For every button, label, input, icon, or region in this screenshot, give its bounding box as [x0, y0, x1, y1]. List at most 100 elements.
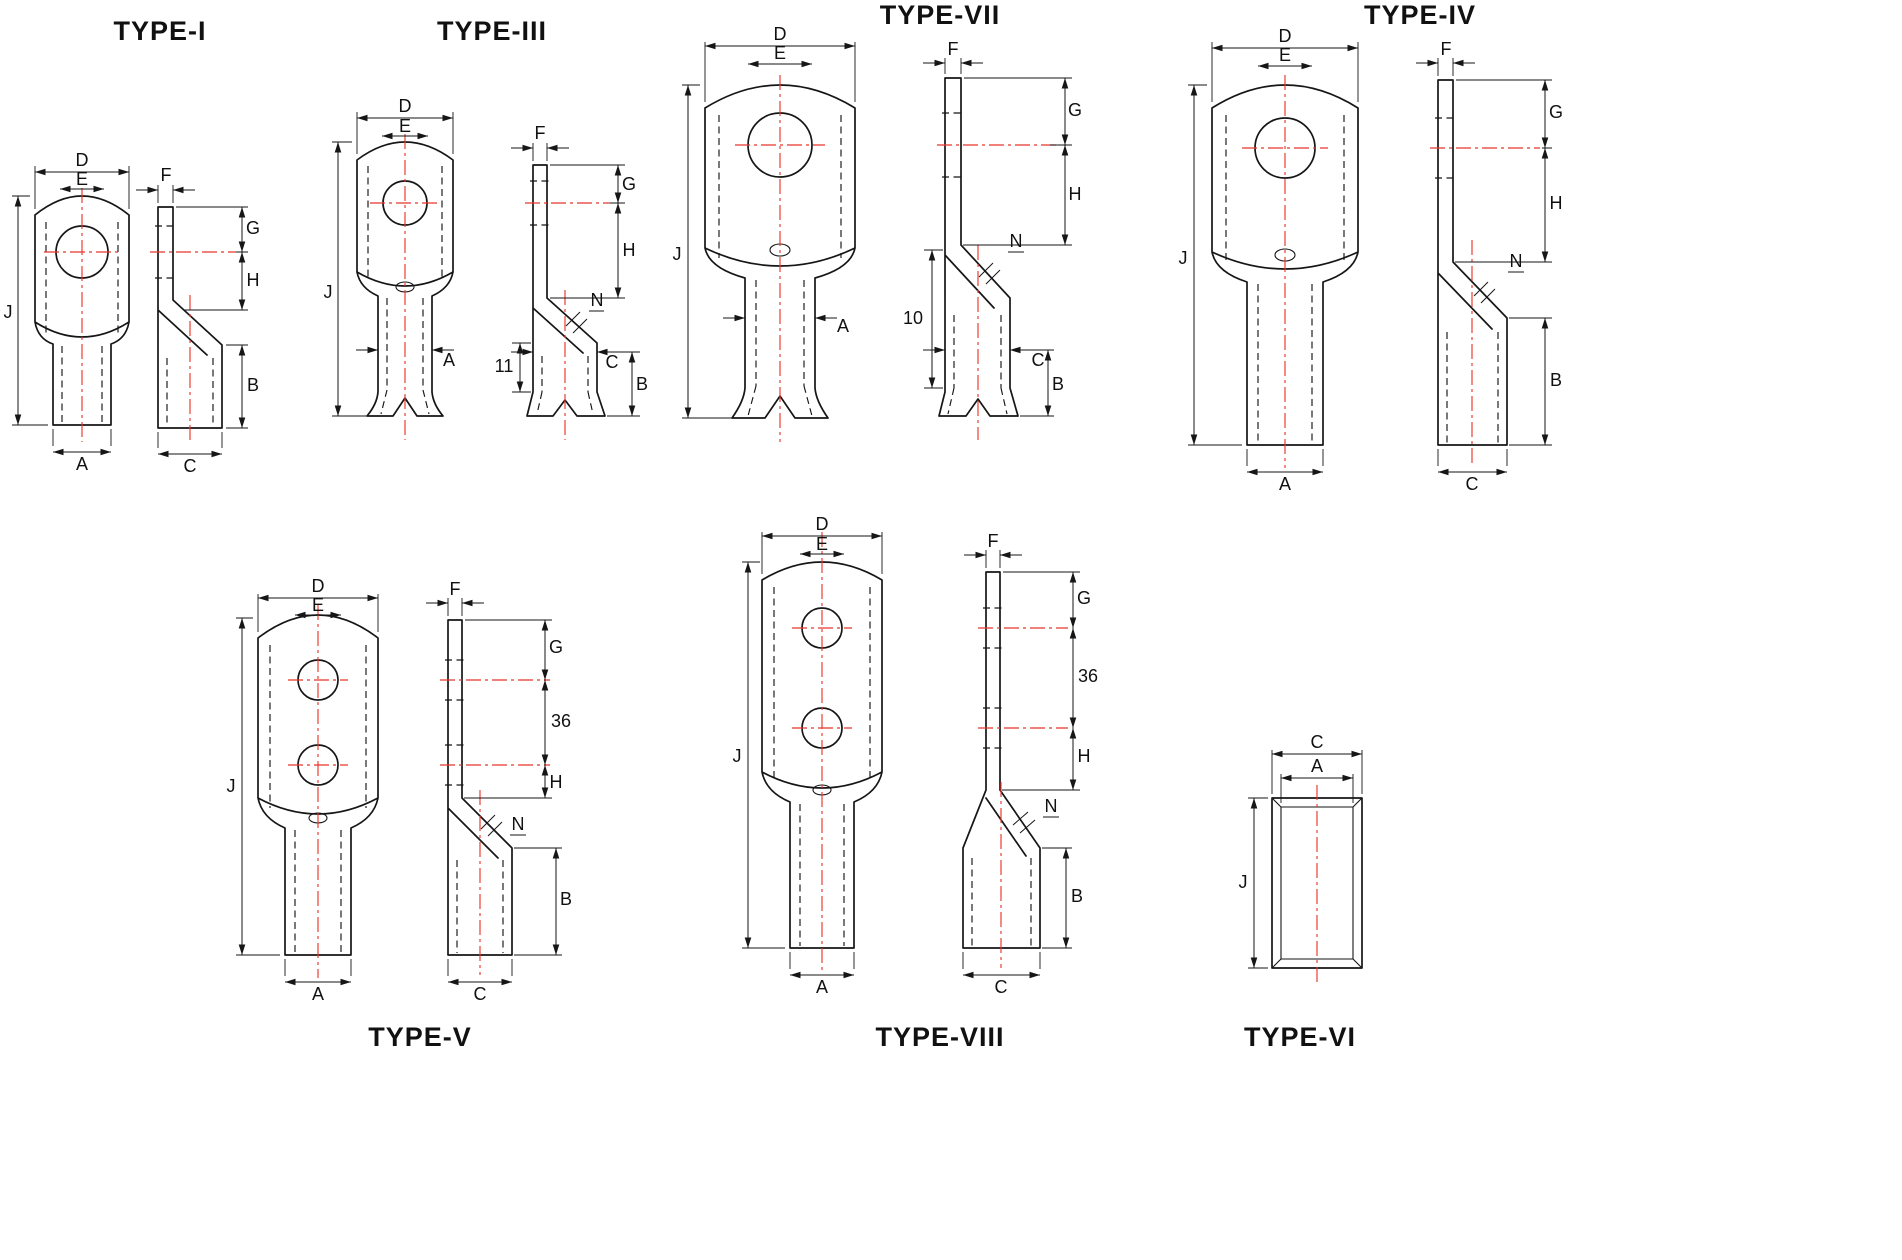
type-iii-side-dim-n-label: N	[591, 290, 604, 310]
type-v-title: TYPE-V	[368, 1022, 472, 1052]
type-i-side-centerlines	[150, 251, 236, 442]
type-iv-front-dim-d-label: D	[1279, 26, 1292, 46]
type-iii-side-view: F G H N 11 C B	[495, 123, 648, 440]
type-iii-side-hidden-lines	[530, 180, 594, 415]
type-iv-side-extension-lines	[1437, 58, 1552, 466]
type-vii-side-dim-g-label: G	[1068, 100, 1082, 120]
type-iv-side-dim-n-label: N	[1510, 251, 1523, 271]
type-i-side-outline	[157, 206, 223, 429]
type-viii-front-hidden-lines	[773, 587, 871, 946]
type-viii-side-extension-lines	[962, 550, 1080, 969]
type-iv-front-hidden-lines	[1225, 115, 1345, 443]
type-i-side-hidden-lines	[155, 225, 214, 426]
type-v-side-dim-h-label: H	[550, 772, 563, 792]
type-viii-side-dim-36-label: 36	[1078, 666, 1098, 686]
type-iii-front-dim-e-label: E	[399, 116, 411, 136]
type-iii-front-dim-a-label: A	[443, 350, 455, 370]
type-viii-front-dim-e-label: E	[816, 534, 828, 554]
type-v-side-centerlines	[440, 679, 550, 975]
type-vii-front-dim-j-label: J	[673, 244, 682, 264]
type-iii-side-dim-b-label: B	[636, 374, 648, 394]
type-vii-side-outline	[938, 77, 1019, 417]
type-i-side-dim-b-label: B	[247, 375, 259, 395]
type-vii-side-centerlines	[937, 144, 1058, 440]
type-viii-side-centerlines	[978, 627, 1068, 968]
type-i-side-dim-f-label: F	[161, 165, 172, 185]
type-i-front-centerlines	[44, 188, 120, 442]
type-i-side-extension-lines	[157, 185, 248, 448]
type-iii-side-bend-thickness-ticks	[565, 310, 604, 334]
type-iv-front-extension-lines	[1188, 42, 1359, 466]
type-viii-side-dim-b-label: B	[1071, 886, 1083, 906]
type-v-front-dim-a-label: A	[312, 984, 324, 1004]
type-vi-inner-wall	[1271, 797, 1363, 969]
type-viii-front-centerlines	[792, 532, 852, 970]
type-viii-front-view: D E J A	[733, 514, 883, 997]
type-v-side-extension-lines	[447, 598, 562, 976]
type-v-front-dim-j-label: J	[227, 776, 236, 796]
type-vii-side-dim-h-label: H	[1069, 184, 1082, 204]
type-i-side-view: F G H B C	[136, 165, 260, 476]
type-vii-front-dim-a-label: A	[837, 316, 849, 336]
type-iv-side-dim-b-label: B	[1550, 370, 1562, 390]
type-v-side-dim-f-label: F	[450, 579, 461, 599]
type-iv-side-view: F G H N B C	[1416, 39, 1563, 494]
type-v-side-hidden-lines	[445, 659, 504, 953]
type-v-figure: TYPE-V D E J A	[227, 576, 573, 1052]
type-v-front-hidden-lines	[269, 645, 367, 953]
type-i-front-dim-a-label: A	[76, 454, 88, 474]
type-vii-title: TYPE-VII	[880, 0, 1001, 30]
type-iv-front-dim-j-label: J	[1179, 248, 1188, 268]
type-viii-side-dim-g-label: G	[1077, 588, 1091, 608]
type-vii-front-extension-lines	[682, 42, 856, 419]
type-vii-side-dim-n-label: N	[1010, 231, 1023, 251]
type-iv-front-dim-e-label: E	[1279, 45, 1291, 65]
type-iii-figure: TYPE-III D E J A	[324, 16, 648, 440]
type-viii-front-extension-lines	[742, 532, 883, 969]
type-iv-side-dim-g-label: G	[1549, 102, 1563, 122]
type-i-front-dim-j-label: J	[4, 302, 13, 322]
type-iii-front-extension-lines	[332, 112, 454, 417]
type-iii-side-dim-c-label: C	[606, 352, 619, 372]
type-v-side-dim-b-label: B	[560, 889, 572, 909]
type-viii-side-dim-n-label: N	[1045, 796, 1058, 816]
type-i-side-dim-h-label: H	[247, 270, 260, 290]
type-iv-front-centerlines	[1242, 75, 1328, 468]
type-iii-side-centerlines	[525, 202, 610, 440]
type-vi-extension-lines	[1248, 750, 1363, 969]
type-iii-front-dim-j-label: J	[324, 282, 333, 302]
type-v-side-view: F G 36 H N B C	[426, 579, 572, 1004]
type-iii-side-extension-lines	[512, 143, 640, 417]
type-v-front-dim-e-label: E	[312, 595, 324, 615]
type-i-side-dim-c-label: C	[184, 456, 197, 476]
type-vii-side-view: F G H N 10 C B	[903, 39, 1082, 440]
type-i-front-dim-d-label: D	[76, 150, 89, 170]
type-v-front-centerlines	[288, 605, 348, 978]
type-viii-front-dim-d-label: D	[816, 514, 829, 534]
type-vii-side-dim-f-label: F	[948, 39, 959, 59]
type-i-front-outline	[34, 195, 130, 426]
type-vi-dim-c-label: C	[1311, 732, 1324, 752]
type-i-side-dim-g-label: G	[246, 218, 260, 238]
type-vii-figure: TYPE-VII D E J A	[673, 0, 1082, 442]
type-v-front-dim-d-label: D	[312, 576, 325, 596]
type-vii-side-dim-10-label: 10	[903, 308, 923, 328]
type-viii-front-dim-a-label: A	[816, 977, 828, 997]
type-i-title: TYPE-I	[113, 16, 206, 46]
type-viii-side-view: F G 36 H N B C	[962, 531, 1098, 997]
type-iii-side-dim-f-label: F	[535, 123, 546, 143]
type-iii-side-dim-g-label: G	[622, 174, 636, 194]
type-v-side-dim-g-label: G	[549, 637, 563, 657]
type-vi-figure: TYPE-VI C A J	[1239, 732, 1363, 1052]
type-iv-title: TYPE-IV	[1364, 0, 1476, 30]
type-vii-side-dim-b-label: B	[1052, 374, 1064, 394]
type-vii-front-dim-e-label: E	[774, 43, 786, 63]
type-iii-title: TYPE-III	[437, 16, 547, 46]
type-iii-front-dim-d-label: D	[399, 96, 412, 116]
type-vi-dim-a-label: A	[1311, 756, 1323, 776]
type-i-front-dim-e-label: E	[76, 169, 88, 189]
type-iv-side-centerlines	[1430, 147, 1540, 465]
type-vii-front-hidden-lines	[718, 115, 842, 417]
type-vii-side-extension-lines	[924, 58, 1072, 417]
